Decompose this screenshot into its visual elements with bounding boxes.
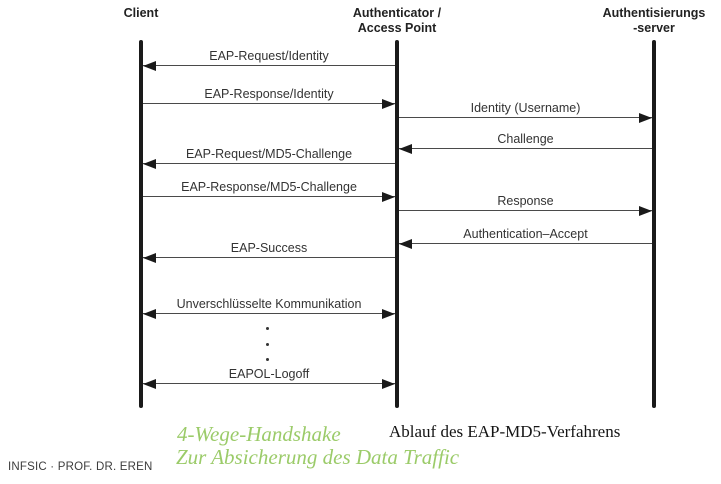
message-line: [143, 383, 395, 384]
arrowhead-right-icon: [382, 309, 395, 319]
message-line: [143, 257, 395, 258]
lifeline-authenticator: [395, 40, 399, 408]
message-label: EAP-Request/Identity: [209, 49, 329, 63]
arrowhead-left-icon: [143, 253, 156, 263]
message-label: EAP-Response/MD5-Challenge: [181, 180, 357, 194]
message-label: Challenge: [497, 132, 554, 146]
arrowhead-right-icon: [639, 113, 652, 123]
message-label: Authentication–Accept: [463, 227, 588, 241]
message-line: [143, 313, 395, 314]
figure-caption: Ablauf des EAP-MD5-Verfahrens: [389, 422, 621, 441]
handshake-note-subtitle: Zur Absicherung des Data Traffic: [176, 445, 460, 469]
message-line: [143, 65, 395, 66]
arrowhead-right-icon: [382, 99, 395, 109]
message-line: [143, 163, 395, 164]
message-line: [143, 196, 395, 197]
message-label: Response: [497, 194, 554, 208]
actor-label-authenticator: Authenticator /Access Point: [352, 6, 442, 35]
footer-credit: INFSIC · PROF. DR. EREN: [8, 461, 153, 473]
arrowhead-left-icon: [143, 159, 156, 169]
arrowhead-left-icon: [399, 144, 412, 154]
message-label: Unverschlüsselte Kommunikation: [176, 297, 362, 311]
actor-label-server: Authentisierungs-server: [602, 6, 706, 35]
arrowhead-left-icon: [143, 379, 156, 389]
message-line: [399, 117, 652, 118]
lifeline-client: [139, 40, 143, 408]
arrowhead-right-icon: [382, 192, 395, 202]
message-line: [143, 103, 395, 104]
message-label: EAPOL-Logoff: [228, 367, 310, 381]
ellipsis-dot: [266, 358, 269, 361]
arrowhead-right-icon: [639, 206, 652, 216]
lifeline-server: [652, 40, 656, 408]
ellipsis-dot: [266, 327, 269, 330]
arrowhead-left-icon: [143, 61, 156, 71]
actor-label-client: Client: [123, 6, 159, 20]
message-line: [399, 210, 652, 211]
arrowhead-left-icon: [399, 239, 412, 249]
ellipsis-dot: [266, 343, 269, 346]
message-label: EAP-Success: [230, 241, 308, 255]
message-label: EAP-Request/MD5-Challenge: [185, 147, 353, 161]
message-label: Identity (Username): [470, 101, 581, 115]
handshake-note-title: 4-Wege-Handshake: [177, 422, 341, 446]
message-line: [399, 148, 652, 149]
message-label: EAP-Response/Identity: [204, 87, 334, 101]
arrowhead-left-icon: [143, 309, 156, 319]
arrowhead-right-icon: [382, 379, 395, 389]
message-line: [399, 243, 652, 244]
